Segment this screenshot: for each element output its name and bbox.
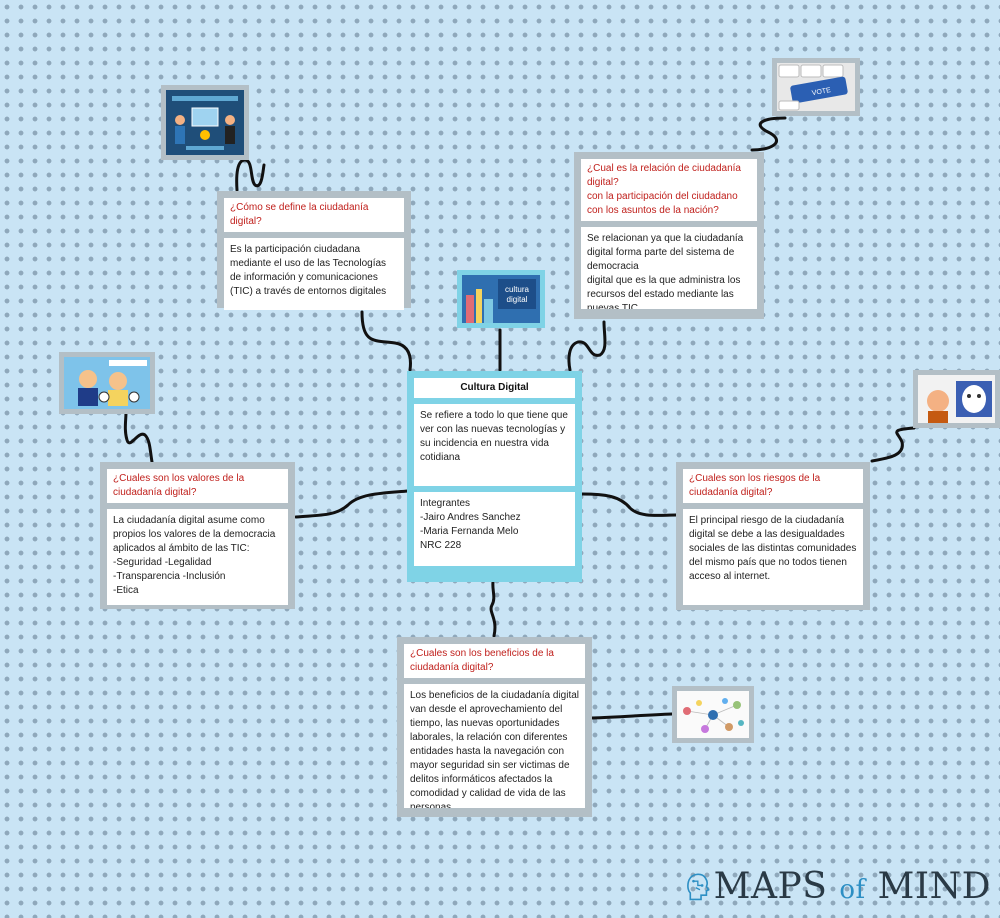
connector-risks-image	[870, 426, 916, 463]
image-benefits-network[interactable]	[672, 686, 754, 743]
connector-benefits-image	[590, 712, 674, 720]
image-values-people[interactable]	[59, 352, 155, 414]
node-answer: Es la participación ciudadana mediante e…	[224, 238, 404, 310]
node-answer: Los beneficios de la ciudadanía digital …	[404, 684, 585, 808]
brand-maps: MAPS	[713, 865, 840, 907]
connector-center-benefits	[489, 580, 497, 638]
node-answer: El principal riesgo de la ciudadanía dig…	[683, 509, 863, 605]
svg-text:digital: digital	[507, 295, 528, 304]
brand-mind: MIND	[865, 865, 991, 907]
citizens-illustration-icon	[166, 90, 244, 155]
svg-text:cultura: cultura	[505, 285, 530, 294]
node-relation[interactable]: ¿Cual es la relación de ciudadanía digit…	[574, 152, 764, 319]
node-benefits[interactable]: ¿Cuales son los beneficios de la ciudada…	[397, 637, 592, 817]
image-digital-citizens[interactable]	[161, 85, 249, 160]
masks-risk-icon	[918, 375, 995, 423]
connector-center-definition	[360, 310, 412, 372]
central-description: Se refiere a todo lo que tiene que ver c…	[414, 404, 575, 486]
connector-center-relation	[567, 320, 607, 372]
people-values-icon	[64, 357, 150, 409]
node-question: ¿Cuales son los riesgos de la ciudadanía…	[683, 469, 863, 503]
node-question: ¿Cuales son los valores de la ciudadanía…	[107, 469, 288, 503]
node-answer: Se relacionan ya que la ciudadanía digit…	[581, 227, 757, 309]
keyboard-vote-icon: VOTE	[777, 63, 855, 111]
node-question: ¿Cómo se define la ciudadanía digital?	[224, 198, 404, 232]
central-title: Cultura Digital	[414, 378, 575, 398]
node-values[interactable]: ¿Cuales son los valores de la ciudadanía…	[100, 462, 295, 609]
cultura-digital-thumb-icon: cultura digital	[462, 275, 540, 323]
connector-center-values	[294, 489, 410, 519]
central-node[interactable]: Cultura Digital Se refiere a todo lo que…	[407, 371, 582, 582]
node-risks[interactable]: ¿Cuales son los riesgos de la ciudadanía…	[676, 462, 870, 610]
node-question: ¿Cuales son los beneficios de la ciudada…	[404, 644, 585, 678]
image-risks-masks[interactable]	[913, 370, 1000, 428]
brand-wordmark: MAPS of MIND	[714, 866, 991, 907]
social-network-icon	[677, 691, 749, 738]
node-answer: La ciudadanía digital asume como propios…	[107, 509, 288, 605]
image-cultura-digital[interactable]: cultura digital	[457, 270, 545, 328]
image-vote-key[interactable]: VOTE	[772, 58, 860, 116]
connector-values-image	[123, 410, 154, 464]
brand-of: of	[839, 874, 866, 905]
node-definition[interactable]: ¿Cómo se define la ciudadanía digital? E…	[217, 191, 411, 310]
connector-definition-image	[235, 158, 266, 192]
connector-relation-image	[750, 116, 787, 152]
head-brain-icon	[687, 873, 710, 901]
node-question: ¿Cual es la relación de ciudadanía digit…	[581, 159, 757, 221]
central-members: Integrantes -Jairo Andres Sanchez -Maria…	[414, 492, 575, 566]
connector-center-risks	[580, 492, 678, 517]
svg-text:VOTE: VOTE	[811, 87, 831, 97]
maps-of-mind-logo: MAPS of MIND	[686, 858, 991, 914]
